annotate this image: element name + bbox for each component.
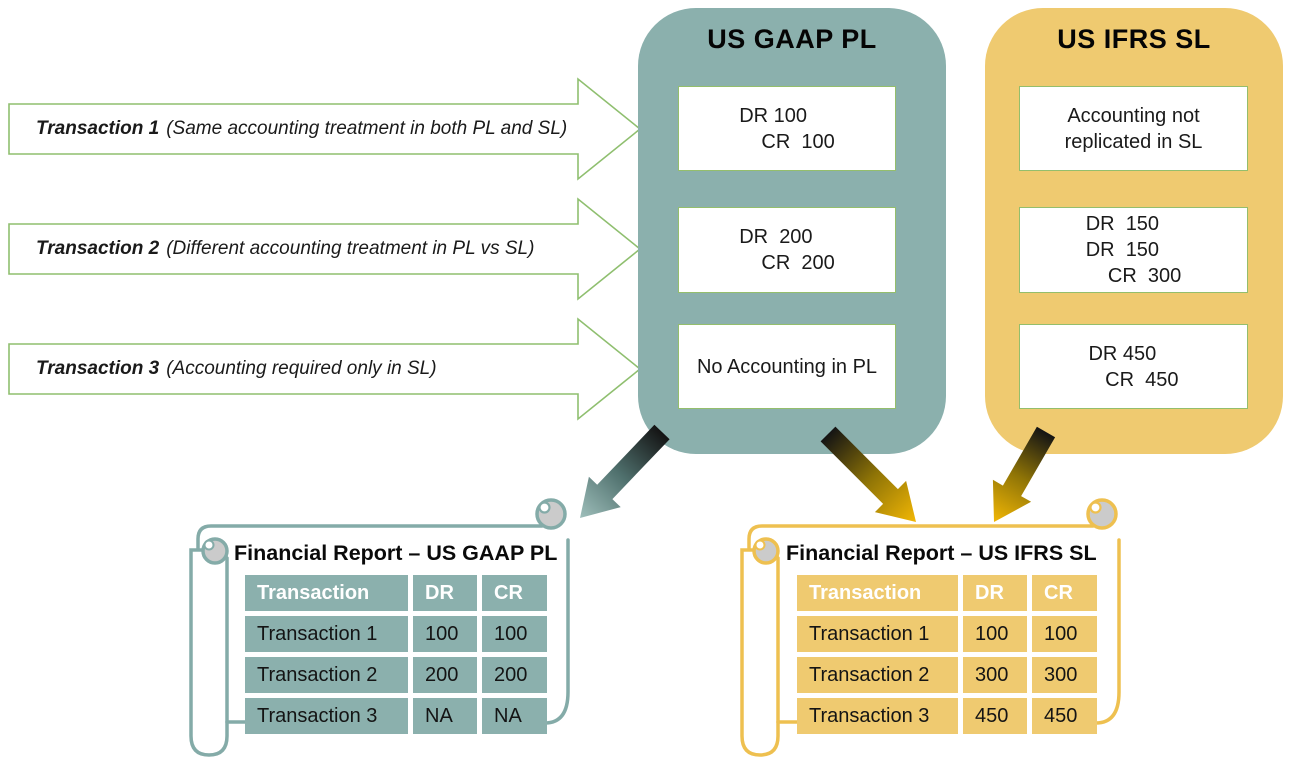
- right-arrow-shape-icon: [8, 77, 642, 181]
- ifrs-entry-box-3: DR 450 CR 450: [1019, 324, 1248, 409]
- table-cell: Transaction 3: [245, 698, 408, 734]
- transaction-name: Transaction 3: [36, 358, 160, 379]
- entry-line: DR 200: [739, 226, 813, 248]
- entry-line: CR 450: [1088, 368, 1179, 391]
- entry-line: DR 150: [1085, 213, 1160, 235]
- journal-entry-text: DR 450 CR 450: [1088, 341, 1178, 393]
- transaction-name: Transaction 2: [36, 238, 160, 259]
- transaction-note: (Accounting required only in SL): [166, 358, 437, 379]
- transaction-arrow-1: Transaction 1 (Same accounting treatment…: [8, 77, 642, 181]
- table-cell: 300: [963, 657, 1027, 693]
- table-cell: Transaction 2: [797, 657, 958, 693]
- us-gaap-pl-container: US GAAP PL DR 100 CR 100 DR 200 CR 200 N…: [638, 8, 946, 454]
- table-cell: Transaction 1: [245, 616, 408, 652]
- transaction-arrow-label: Transaction 1 (Same accounting treatment…: [36, 104, 582, 154]
- entry-line: CR 300: [1085, 265, 1182, 287]
- transaction-note: (Same accounting treatment in both PL an…: [166, 118, 568, 139]
- transaction-arrow-label: Transaction 2 (Different accounting trea…: [36, 224, 582, 274]
- journal-entry-text: Accounting not replicated in SL: [1065, 103, 1203, 155]
- scroll-side-curl-notch-icon: [754, 539, 766, 551]
- entry-line: CR 100: [739, 130, 835, 153]
- table-cell: Transaction 1: [797, 616, 958, 652]
- scroll-top-edge: [747, 524, 1095, 550]
- ledger-title: US GAAP PL: [707, 24, 877, 54]
- table-cell: 100: [482, 616, 547, 652]
- table-cell: 100: [1032, 616, 1097, 652]
- column-header: CR: [1032, 575, 1097, 611]
- journal-entry-text: DR 150 DR 150 CR 300: [1086, 211, 1182, 289]
- table-cell: 450: [963, 698, 1027, 734]
- gaap-entry-box-1: DR 100 CR 100: [678, 86, 896, 171]
- gaap-report-title: Financial Report – US GAAP PL: [234, 541, 558, 565]
- ledger-title: US IFRS SL: [1057, 24, 1211, 54]
- transaction-arrow-3: Transaction 3 (Accounting required only …: [8, 317, 642, 421]
- table-cell: 200: [413, 657, 477, 693]
- entry-line: replicated in SL: [1064, 130, 1203, 153]
- scroll-top-curl-notch-icon: [1089, 501, 1102, 514]
- table-cell: Transaction 3: [797, 698, 958, 734]
- entry-line: CR 200: [739, 252, 835, 274]
- column-header: Transaction: [797, 575, 958, 611]
- entry-line: No Accounting in PL: [696, 355, 878, 378]
- table-cell: 300: [1032, 657, 1097, 693]
- scroll-top-edge: [196, 524, 544, 550]
- entry-line: DR 450: [1088, 342, 1157, 365]
- journal-entry-text: DR 100 CR 100: [739, 103, 835, 155]
- transaction-name: Transaction 1: [36, 118, 160, 139]
- column-header: Transaction: [245, 575, 408, 611]
- ifrs-entry-box-1: Accounting not replicated in SL: [1019, 86, 1248, 171]
- table-cell: 450: [1032, 698, 1097, 734]
- column-header: DR: [963, 575, 1027, 611]
- column-header: CR: [482, 575, 547, 611]
- gaap-entry-box-3: No Accounting in PL: [678, 324, 896, 409]
- us-ifrs-sl-container: US IFRS SL Accounting not replicated in S…: [985, 8, 1283, 454]
- journal-entry-text: DR 200 CR 200: [739, 224, 835, 276]
- table-cell: 100: [963, 616, 1027, 652]
- journal-entry-text: No Accounting in PL: [697, 354, 877, 380]
- scroll-top-curl-notch-icon: [538, 501, 551, 514]
- gaap-entry-box-2: DR 200 CR 200: [678, 207, 896, 293]
- transaction-arrow-label: Transaction 3 (Accounting required only …: [36, 344, 582, 394]
- ifrs-entry-box-2: DR 150 DR 150 CR 300: [1019, 207, 1248, 293]
- table-cell: Transaction 2: [245, 657, 408, 693]
- scroll-side-curl-notch-icon: [203, 539, 215, 551]
- table-cell: NA: [413, 698, 477, 734]
- scroll-left-roll: [740, 548, 780, 757]
- right-arrow-shape-icon: [8, 197, 642, 301]
- entry-line: DR 100: [739, 104, 807, 127]
- column-header: DR: [413, 575, 477, 611]
- ifrs-report-title: Financial Report – US IFRS SL: [786, 541, 1097, 565]
- entry-line: DR 150: [1085, 239, 1160, 261]
- table-cell: 100: [413, 616, 477, 652]
- entry-line: Accounting not: [1067, 104, 1200, 127]
- transaction-note: (Different accounting treatment in PL vs…: [166, 238, 535, 259]
- table-cell: 200: [482, 657, 547, 693]
- table-cell: NA: [482, 698, 547, 734]
- right-arrow-shape-icon: [8, 317, 642, 421]
- scroll-left-roll: [189, 548, 229, 757]
- transaction-arrow-2: Transaction 2 (Different accounting trea…: [8, 197, 642, 301]
